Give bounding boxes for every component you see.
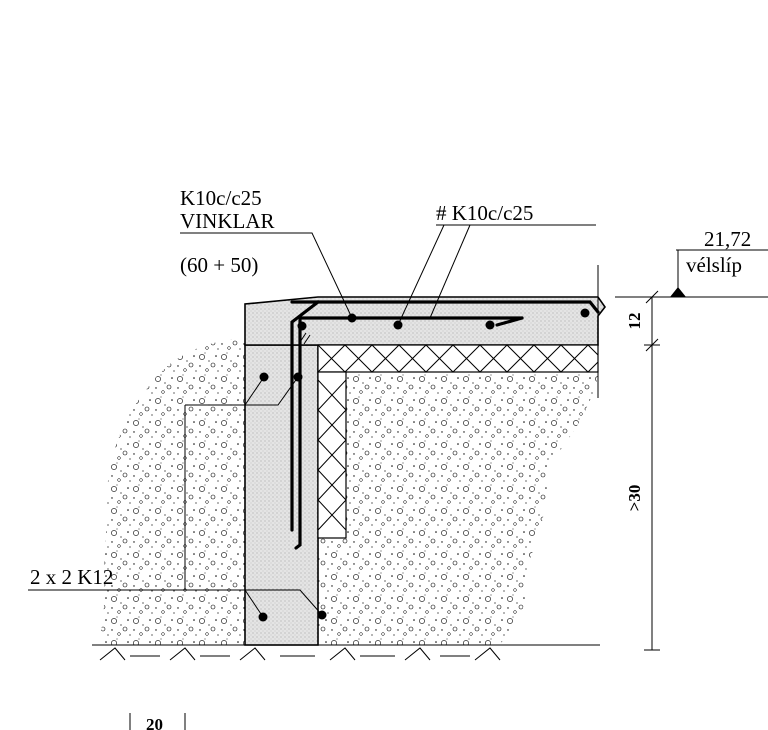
dim-slab-thickness: 12	[625, 313, 644, 330]
foundation-wall	[244, 344, 319, 646]
ground-line	[92, 644, 600, 661]
label-vinklar: VINKLAR	[180, 209, 275, 233]
dim-wall-width: 20	[146, 715, 163, 730]
horizontal-dimension	[129, 713, 186, 730]
level-value: 21,72	[704, 227, 751, 251]
label-bottom-bars: 2 x 2 K12	[30, 565, 113, 589]
slab-reinforcement	[290, 300, 600, 331]
dim-foundation-depth: >30	[625, 485, 644, 512]
label-mesh: # K10c/c25	[436, 201, 533, 225]
leader-lines	[28, 224, 596, 618]
gravel-fill	[98, 338, 245, 645]
gravel-fill-inner	[318, 370, 600, 645]
label-top-bar: K10c/c25	[180, 186, 262, 210]
label-vinklar-size: (60 + 50)	[180, 253, 258, 277]
level-marker	[597, 249, 768, 398]
level-name: vélslíp	[686, 253, 742, 277]
edge-insulation	[317, 371, 347, 539]
vertical-dimension	[644, 290, 660, 651]
insulation-layer	[317, 344, 599, 373]
